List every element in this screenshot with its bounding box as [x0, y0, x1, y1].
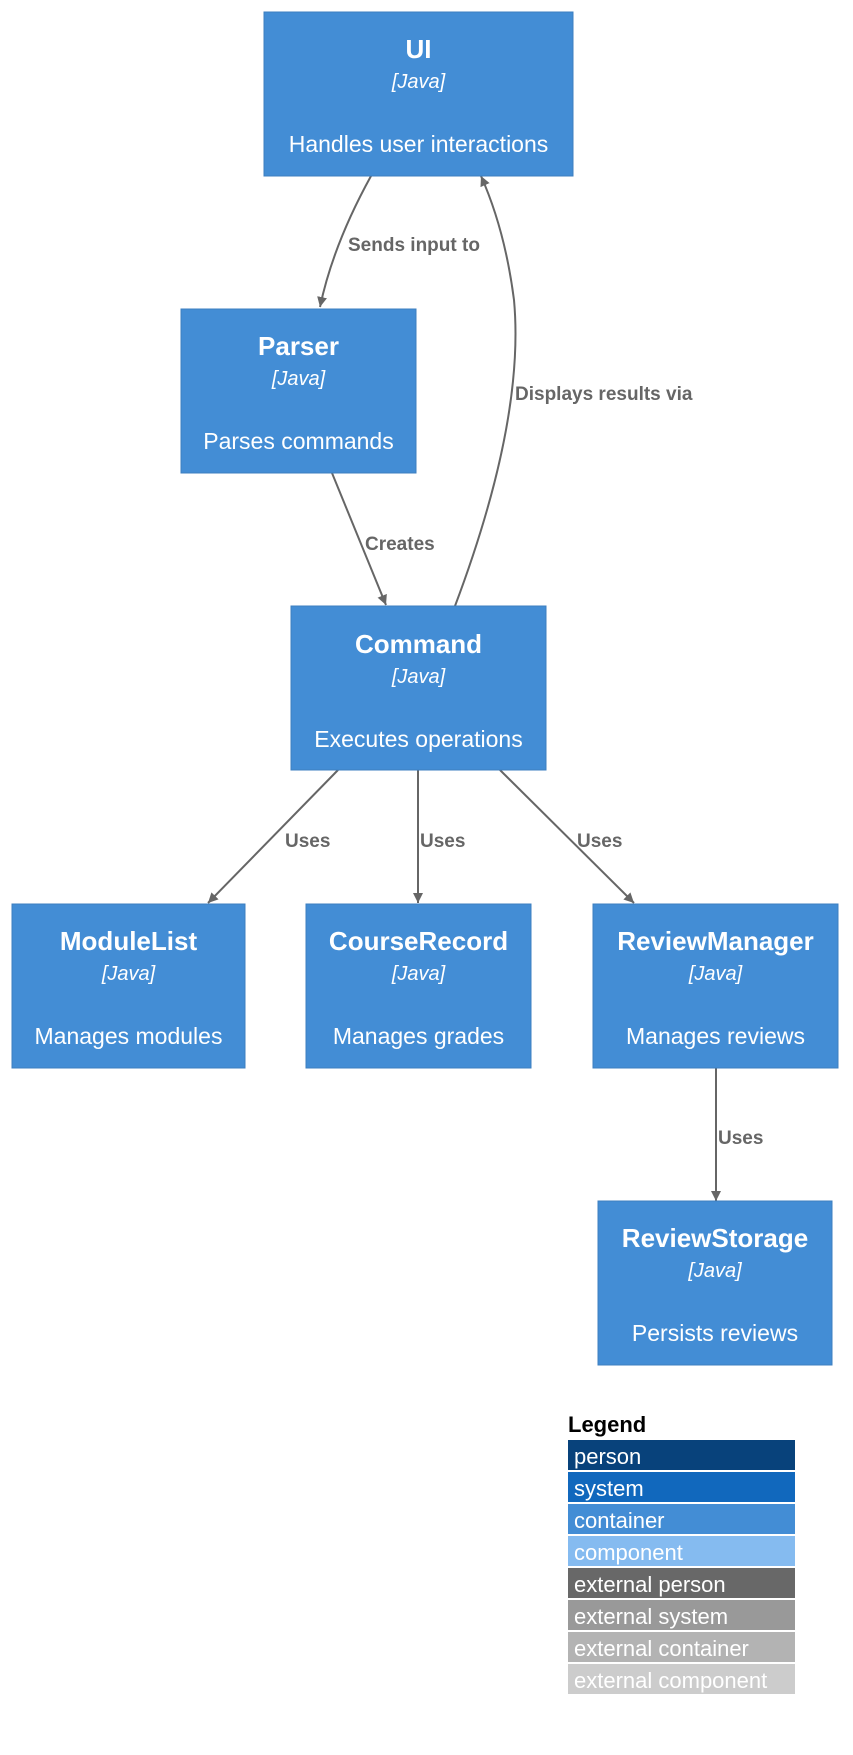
legend-item-component: component [568, 1536, 795, 1566]
legend-label: external system [574, 1604, 728, 1629]
edge-command-to-modulelist[interactable]: Uses [207, 769, 339, 904]
node-ui[interactable]: UI [Java] Handles user interactions [263, 11, 574, 177]
edge-line [331, 472, 387, 606]
node-tech: [Java] [101, 963, 156, 985]
edge-line [454, 175, 517, 607]
node-box [597, 1200, 833, 1366]
node-description: Manages reviews [626, 1023, 805, 1049]
edge-label: Uses [718, 1128, 763, 1149]
legend-label: external person [574, 1572, 726, 1597]
node-title: Command [355, 629, 482, 659]
node-tech: [Java] [391, 71, 446, 93]
edges: Sends input to Creates Displays results … [207, 175, 763, 1201]
node-courserecord[interactable]: CourseRecord [Java] Manages grades [305, 903, 532, 1069]
node-command[interactable]: Command [Java] Executes operations [290, 605, 547, 771]
legend-swatch [568, 1440, 795, 1470]
legend-label: external container [574, 1636, 749, 1661]
legend-swatch [568, 1664, 795, 1694]
node-title: Parser [258, 331, 339, 361]
edge-label: Creates [365, 534, 435, 555]
node-title: CourseRecord [329, 926, 508, 956]
node-description: Executes operations [314, 726, 522, 752]
node-box [11, 903, 246, 1069]
nodes: UI [Java] Handles user interactions Pars… [11, 11, 839, 1366]
legend-label: container [574, 1508, 665, 1533]
node-description: Manages grades [333, 1023, 504, 1049]
legend-item-external-container: external container [568, 1632, 795, 1662]
legend-item-external-person: external person [568, 1568, 795, 1598]
legend-label: external component [574, 1668, 767, 1693]
edge-line [317, 175, 372, 308]
node-title: ReviewStorage [622, 1223, 808, 1253]
edge-command-to-courserecord[interactable]: Uses [413, 770, 465, 903]
legend-item-person: person [568, 1440, 795, 1470]
node-reviewmanager[interactable]: ReviewManager [Java] Manages reviews [592, 903, 839, 1069]
legend-label: system [574, 1476, 644, 1501]
node-description: Manages modules [35, 1023, 223, 1049]
legend-swatch [568, 1472, 795, 1502]
node-box [263, 11, 574, 177]
edge-parser-to-command[interactable]: Creates [331, 472, 435, 606]
legend-swatch [568, 1632, 795, 1662]
node-modulelist[interactable]: ModuleList [Java] Manages modules [11, 903, 246, 1069]
node-tech: [Java] [687, 1260, 742, 1282]
edge-label: Displays results via [515, 384, 693, 405]
edge-line [499, 769, 635, 904]
legend: Legend person system container component… [568, 1412, 795, 1694]
node-box [592, 903, 839, 1069]
edge-label: Sends input to [348, 235, 480, 256]
node-parser[interactable]: Parser [Java] Parses commands [180, 308, 417, 474]
node-tech: [Java] [391, 963, 446, 985]
legend-item-external-component: external component [568, 1664, 795, 1694]
node-description: Persists reviews [632, 1320, 798, 1346]
edge-label: Uses [577, 831, 622, 852]
node-title: UI [406, 34, 432, 64]
legend-label: component [574, 1540, 683, 1565]
node-title: ModuleList [60, 926, 198, 956]
legend-item-container: container [568, 1504, 795, 1534]
legend-label: person [574, 1444, 641, 1469]
node-tech: [Java] [391, 666, 446, 688]
edge-ui-to-parser[interactable]: Sends input to [317, 175, 480, 308]
node-box [180, 308, 417, 474]
node-tech: [Java] [271, 368, 326, 390]
node-tech: [Java] [688, 963, 743, 985]
legend-title: Legend [568, 1412, 646, 1437]
legend-item-system: system [568, 1472, 795, 1502]
legend-swatch [568, 1504, 795, 1534]
edge-label: Uses [285, 831, 330, 852]
legend-swatch [568, 1536, 795, 1566]
edge-line [207, 769, 339, 904]
legend-item-external-system: external system [568, 1600, 795, 1630]
node-description: Parses commands [203, 428, 393, 454]
edge-command-to-ui[interactable]: Displays results via [454, 175, 693, 607]
node-reviewstorage[interactable]: ReviewStorage [Java] Persists reviews [597, 1200, 833, 1366]
legend-swatch [568, 1600, 795, 1630]
node-box [290, 605, 547, 771]
edge-label: Uses [420, 831, 465, 852]
node-title: ReviewManager [617, 926, 814, 956]
node-description: Handles user interactions [289, 131, 549, 157]
legend-swatch [568, 1568, 795, 1598]
edge-reviewmanager-to-reviewstorage[interactable]: Uses [711, 1068, 763, 1201]
edge-command-to-reviewmanager[interactable]: Uses [499, 769, 635, 904]
node-box [305, 903, 532, 1069]
